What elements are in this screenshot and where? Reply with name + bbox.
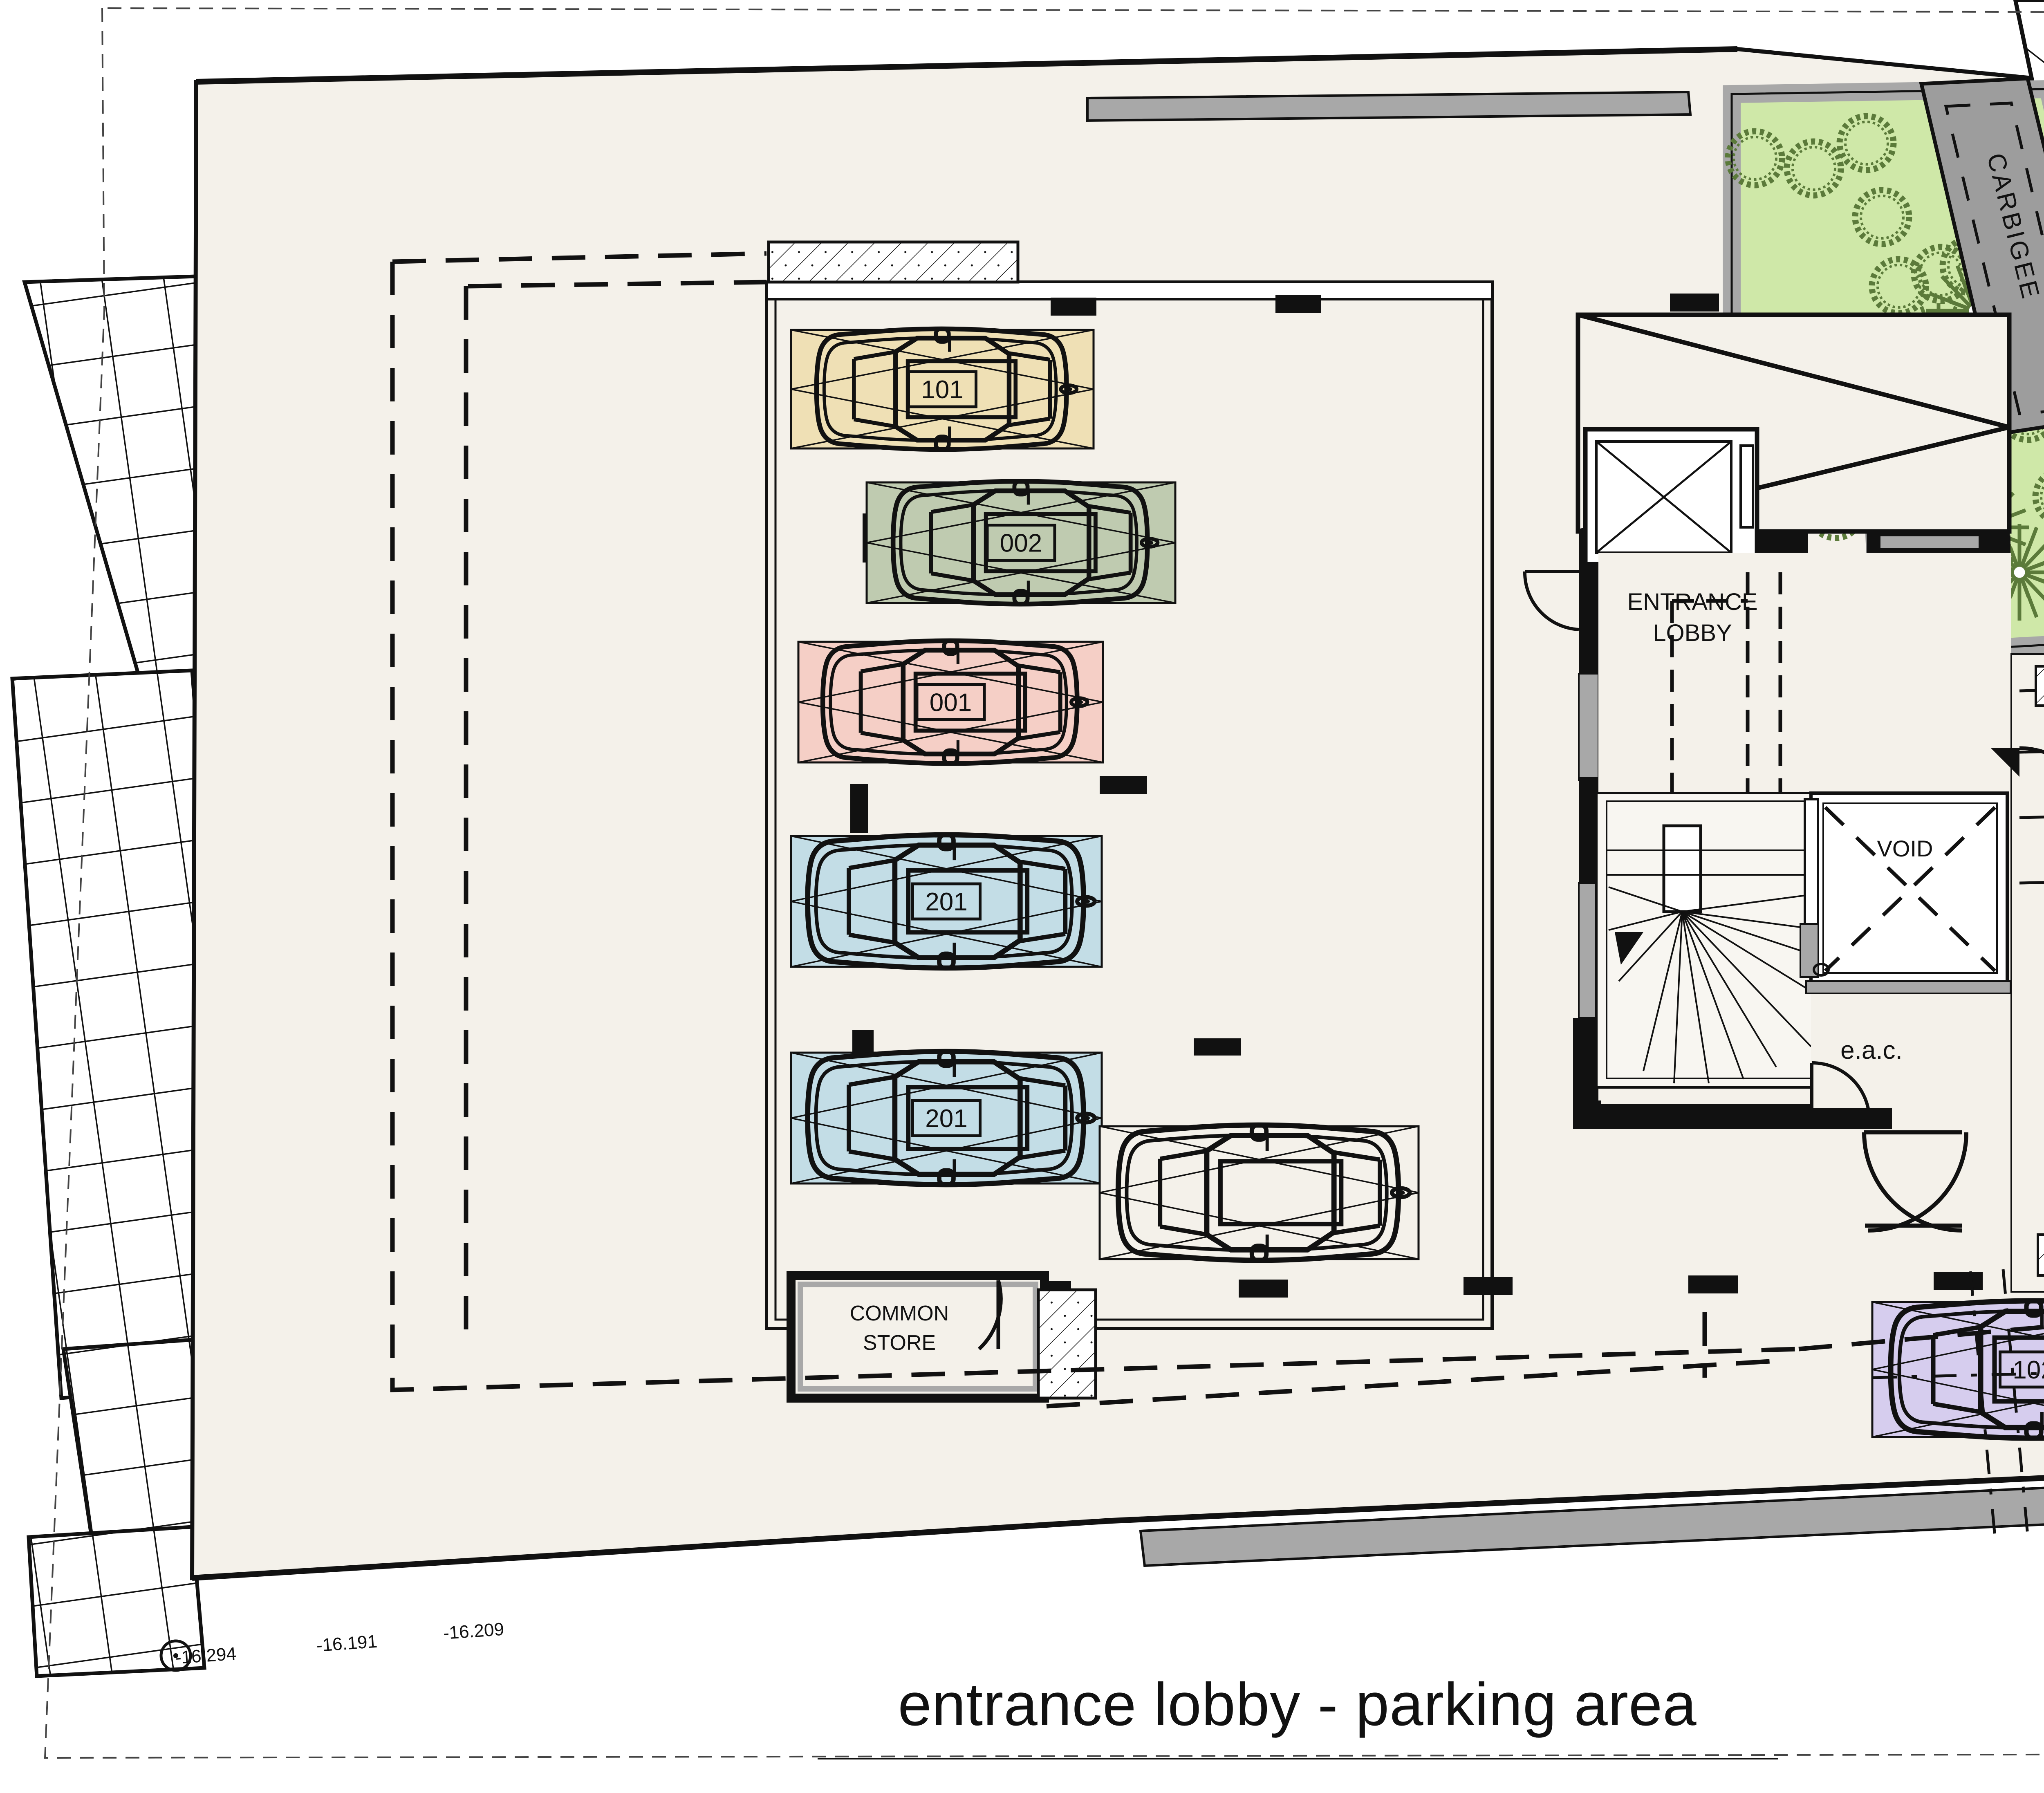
swept-path-lines — [791, 329, 1094, 449]
parking-number-label: 001 — [930, 689, 972, 717]
parking-space[interactable]: 101 — [790, 329, 1095, 449]
parking-number-label: 201 — [925, 888, 967, 916]
elevation-value: -16.294 — [175, 1644, 237, 1668]
elevation-value: -16.209 — [442, 1619, 504, 1643]
parking-number-box — [915, 683, 986, 721]
wall-hatch-top — [767, 240, 1020, 284]
parking-number-box — [1999, 1350, 2044, 1389]
parking-space[interactable]: 002 — [865, 481, 1177, 604]
elevation-symbol — [159, 1639, 192, 1672]
parking-number-label: 201 — [925, 1105, 967, 1133]
parking-spaces-layer: 101 002 001 201 201 102 — [790, 329, 2044, 1438]
parking-space[interactable]: 001 — [797, 641, 1104, 764]
lobby-entrance-doors — [1862, 1130, 1968, 1233]
parking-number-label: 102 — [2013, 1356, 2044, 1384]
parking-number-label: 002 — [1000, 529, 1042, 558]
swept-path-lines — [798, 641, 1103, 763]
elevation-markers: -16.294 -16.191 -16.209 — [175, 1619, 504, 1668]
title-underline — [818, 1758, 1778, 1759]
label-entrance-lobby-line2: LOBBY — [1653, 620, 1732, 646]
setback-dashed-lines — [390, 251, 2044, 1409]
parking-space[interactable]: 201 — [790, 1051, 1103, 1185]
common-store-room — [787, 1271, 1097, 1403]
parking-space[interactable]: 201 — [790, 835, 1103, 968]
street-carbigee: CARBIGEE — [1919, 76, 2044, 436]
parking-number-box — [986, 524, 1056, 562]
parking-space-fill — [797, 641, 1104, 764]
parking-number-box — [907, 370, 977, 408]
site-boundary — [44, 7, 2044, 1759]
garage-envelope — [765, 280, 1494, 1330]
parking-space[interactable] — [1098, 1125, 1420, 1260]
swept-path-lines — [866, 482, 1176, 604]
parking-number-box — [911, 882, 982, 921]
parking-number-label: 101 — [921, 376, 963, 404]
parking-space-fill — [1098, 1125, 1420, 1260]
lobby-core — [1523, 312, 2012, 1233]
label-entrance-lobby-line1: ENTRANCE — [1627, 589, 1757, 615]
parking-space[interactable]: 102 — [1871, 1301, 2044, 1438]
label-common-store-line1: COMMON — [850, 1302, 949, 1325]
label-common-store-line2: STORE — [863, 1331, 936, 1355]
elevation-value: -16.191 — [316, 1632, 378, 1656]
dimension-axes — [1872, 1269, 2044, 1537]
drawing-title: entrance lobby - parking area — [898, 1671, 1697, 1738]
label-eac: e.a.c. — [1840, 1036, 1903, 1065]
parking-number-box — [911, 1099, 982, 1137]
void-shaft — [1800, 791, 2009, 985]
service-strip-east — [1991, 653, 2044, 1293]
label-void: VOID — [1877, 836, 1933, 861]
